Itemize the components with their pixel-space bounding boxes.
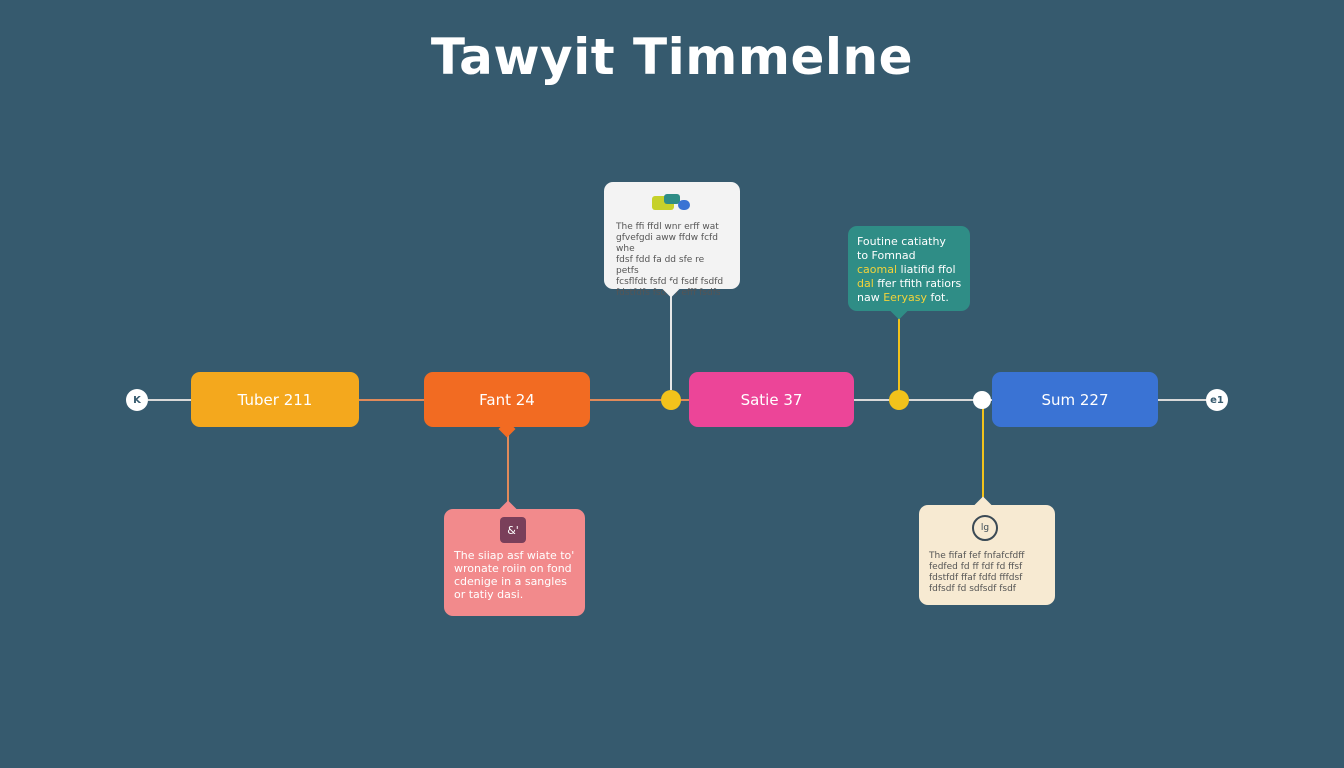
timeline-segment — [359, 399, 425, 401]
timeline-segment-right — [1157, 399, 1209, 401]
timeline-segment — [854, 399, 994, 401]
card-text-line: Foutine catiathy — [857, 235, 946, 248]
card-text: naw — [857, 291, 884, 304]
event-label: Fant 24 — [479, 390, 535, 409]
info-card-top-white[interactable]: The ffi ffdl wnr erff wat gfvefgdi aww f… — [604, 182, 740, 298]
card-text-line: The ffi ffdl wnr erff wat — [616, 222, 719, 232]
card-text-line: The siiap asf wiate to' — [454, 549, 575, 562]
page-title: Tawyit Timmelne — [430, 28, 914, 86]
event-satie[interactable]: Satie 37 — [689, 372, 854, 427]
event-sum[interactable]: Sum 227 — [992, 372, 1158, 427]
card-text: ffer tfith ratiors — [873, 277, 962, 290]
timeline-segment-left — [148, 399, 192, 401]
card-text-line: cdenige in a sangles — [454, 575, 567, 588]
media-icon: &' — [500, 517, 526, 543]
timeline-segment — [590, 399, 690, 401]
card-highlight: dal — [857, 277, 874, 290]
connector-line — [507, 430, 509, 506]
info-card-top-teal[interactable]: Foutine catiathy to Fomnad caomal liatif… — [848, 226, 970, 311]
card-text-line: fedfed fd ff fdf fd ffsf — [929, 562, 1023, 572]
card-highlight: Eeryasy — [883, 291, 927, 304]
connector-line — [982, 408, 984, 504]
event-label: Tuber 211 — [237, 390, 313, 409]
info-card-bottom-cream[interactable]: lg The fifaf fef fnfafcfdff fedfed fd ff… — [919, 505, 1055, 605]
connector-line — [670, 292, 672, 390]
timeline-dot[interactable] — [661, 390, 681, 410]
card-text: fot. — [926, 291, 949, 304]
card-highlight: caomal — [857, 263, 898, 276]
card-text-line: wronate roiin on fond — [454, 562, 572, 575]
logo-icon — [652, 194, 690, 210]
timeline-dot[interactable] — [889, 390, 909, 410]
event-label: Sum 227 — [1041, 390, 1109, 409]
globe-icon: lg — [972, 515, 998, 541]
timeline-start-cap: K — [126, 389, 148, 411]
event-tuber[interactable]: Tuber 211 — [191, 372, 359, 427]
card-text-line: gfvefgdi aww ffdw fcfd whe — [616, 233, 718, 254]
card-text-line: fdfsdf fd sdfsdf fsdf — [929, 584, 1016, 594]
card-text-line: fdsf fdd fa dd sfe re petfs — [616, 255, 705, 276]
card-text-line: to Fomnad — [857, 249, 916, 262]
card-text-line: or tatiy dasi. — [454, 588, 524, 601]
card-text-line: The fifaf fef fnfafcfdff — [929, 551, 1025, 561]
info-card-bottom-pink[interactable]: &' The siiap asf wiate to' wronate roiin… — [444, 509, 585, 616]
connector-line — [898, 315, 900, 391]
event-label: Satie 37 — [740, 390, 803, 409]
timeline-dot[interactable] — [973, 391, 991, 409]
card-text-line: fdstfdf ffaf fdfd fffdsf — [929, 573, 1023, 583]
timeline-end-cap: e1 — [1206, 389, 1228, 411]
event-fant[interactable]: Fant 24 — [424, 372, 590, 427]
card-text: liatifid ffol — [897, 263, 956, 276]
